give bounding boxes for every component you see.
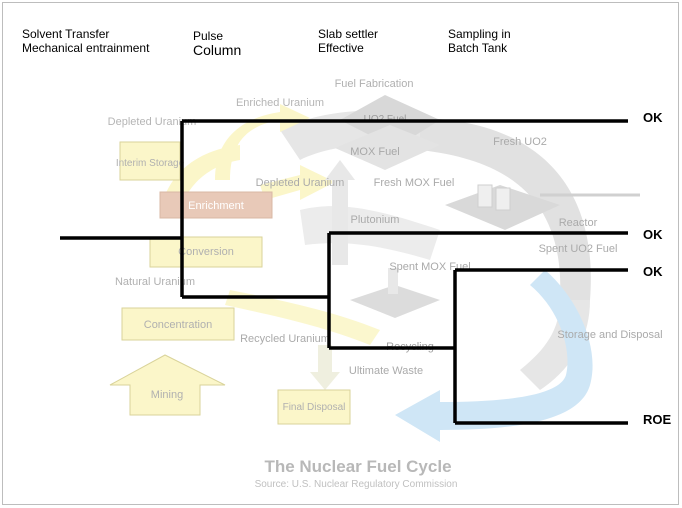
storage-disposal-label: Storage and Disposal (557, 329, 662, 341)
header-col1-line1: Solvent Transfer (22, 27, 149, 41)
final-disposal-label: Final Disposal (283, 402, 346, 413)
header-col3-line1: Slab settler (318, 27, 378, 41)
fresh-uo2-label: Fresh UO2 (493, 136, 547, 148)
cycle-source: Source: U.S. Nuclear Regulatory Commissi… (255, 479, 458, 490)
header-pulse-column: Pulse Column (193, 29, 241, 57)
header-sampling: Sampling in Batch Tank (448, 27, 511, 55)
header-col3-line2: Effective (318, 41, 378, 55)
recycled-uranium-label: Recycled Uranium (240, 333, 330, 345)
enriched-uranium-label: Enriched Uranium (236, 97, 324, 109)
depleted-uranium-2-label: Depleted Uranium (256, 177, 345, 189)
cycle-title: The Nuclear Fuel Cycle (264, 457, 451, 476)
ultimate-waste-label: Ultimate Waste (349, 365, 423, 377)
enrichment-label: Enrichment (188, 200, 244, 212)
outcome-ok-1: OK (643, 110, 663, 125)
fuel-fabrication-label: Fuel Fabrication (335, 78, 414, 90)
concentration-label: Concentration (144, 319, 213, 331)
mox-fuel-label: MOX Fuel (350, 146, 400, 158)
header-col2-line1: Pulse (193, 29, 241, 43)
spent-uo2-label: Spent UO2 Fuel (539, 243, 618, 255)
reactor-tower-1 (478, 185, 492, 207)
mining-arrow (110, 355, 225, 415)
mining-label: Mining (151, 389, 183, 401)
outcome-ok-3: OK (643, 264, 663, 279)
outcome-roe: ROE (643, 412, 671, 427)
header-col4-line1: Sampling in (448, 27, 511, 41)
conversion-label: Conversion (178, 246, 234, 258)
waste-arrow-head (310, 372, 340, 390)
header-col1-line2: Mechanical entrainment (22, 41, 149, 55)
header-solvent-transfer: Solvent Transfer Mechanical entrainment (22, 27, 149, 55)
interim-storage-label: Interim Storage (116, 158, 185, 169)
outcome-ok-2: OK (643, 227, 663, 242)
plutonium-label: Plutonium (351, 214, 400, 226)
header-slab-settler: Slab settler Effective (318, 27, 378, 55)
reactor-tower-2 (496, 188, 510, 210)
header-col4-line2: Batch Tank (448, 41, 511, 55)
reactor-label: Reactor (559, 217, 598, 229)
header-col2-line2: Column (193, 43, 241, 57)
fresh-mox-fuel-label: Fresh MOX Fuel (374, 177, 455, 189)
